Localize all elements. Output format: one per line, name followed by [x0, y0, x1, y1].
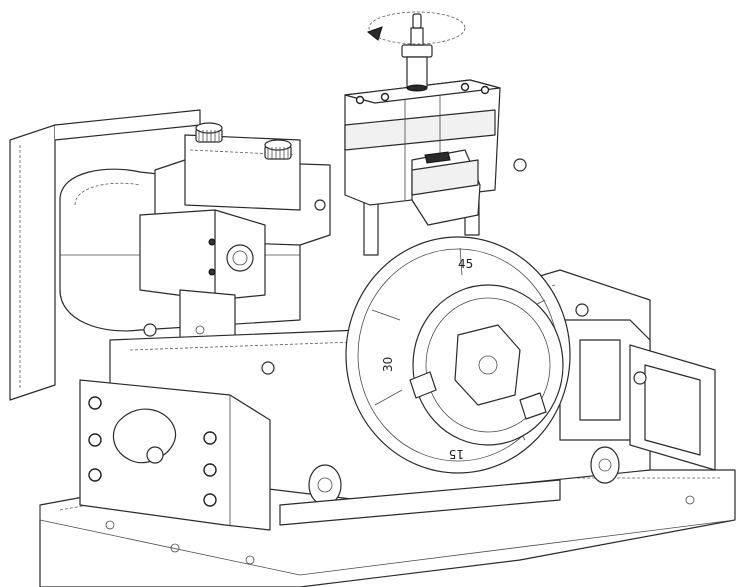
side-actuator — [139, 209, 266, 301]
frame-bolts — [143, 158, 647, 385]
dial-mark-45: 45 — [458, 257, 473, 271]
rotation-arrow-icon — [366, 11, 466, 45]
chuck — [409, 284, 564, 446]
left-bracket — [79, 379, 271, 531]
roller-right — [590, 446, 620, 484]
back-plate — [9, 109, 201, 401]
clamp-jaw — [411, 149, 481, 226]
dial-mark-30: 30 — [381, 357, 395, 372]
dial-mark-15: 15 — [449, 447, 464, 461]
top-spindle — [401, 13, 433, 92]
adjust-knob-left — [195, 122, 223, 143]
bottom-bar — [279, 479, 561, 526]
roller-left — [308, 464, 342, 506]
adjust-knob-right — [264, 139, 292, 160]
